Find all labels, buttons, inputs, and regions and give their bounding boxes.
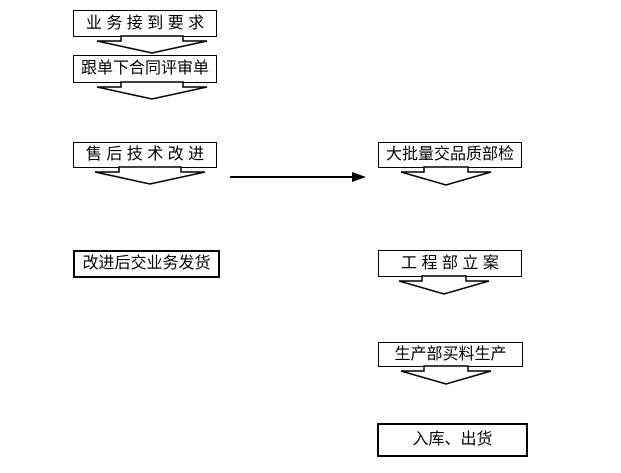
- chevron-down-icon: [96, 81, 208, 100]
- node-label: 售 后 技 术 改 进: [85, 146, 205, 163]
- chevron-down-icon: [94, 166, 206, 185]
- node-improved-delivery: 改进后交业务发货: [73, 250, 220, 278]
- chevron-down-icon: [400, 166, 492, 186]
- node-after-sales-improvement: 售 后 技 术 改 进: [73, 142, 217, 168]
- node-label: 工 程 部 立 案: [401, 254, 499, 272]
- node-contract-review: 跟单下合同评审单: [73, 55, 217, 83]
- node-warehouse-shipment: 入库、出货: [377, 423, 528, 457]
- chevron-down-icon: [398, 275, 490, 295]
- chevron-down-icon: [400, 365, 492, 385]
- node-label: 跟单下合同评审单: [80, 60, 209, 77]
- node-label: 改进后交业务发货: [82, 255, 211, 272]
- arrow-right-icon: [230, 172, 366, 182]
- node-bulk-quality-inspection: 大批量交品质部检: [378, 142, 522, 168]
- node-production-purchase: 生产部买料生产: [378, 342, 523, 367]
- node-label: 生产部买料生产: [394, 345, 507, 363]
- node-engineering-filing: 工 程 部 立 案: [378, 250, 522, 277]
- node-label: 大批量交品质部检: [385, 146, 514, 163]
- node-business-request: 业 务 接 到 要 求: [73, 10, 217, 37]
- node-label: 业 务 接 到 要 求: [85, 14, 205, 32]
- node-label: 入库、出货: [412, 431, 493, 448]
- chevron-down-icon: [96, 35, 208, 54]
